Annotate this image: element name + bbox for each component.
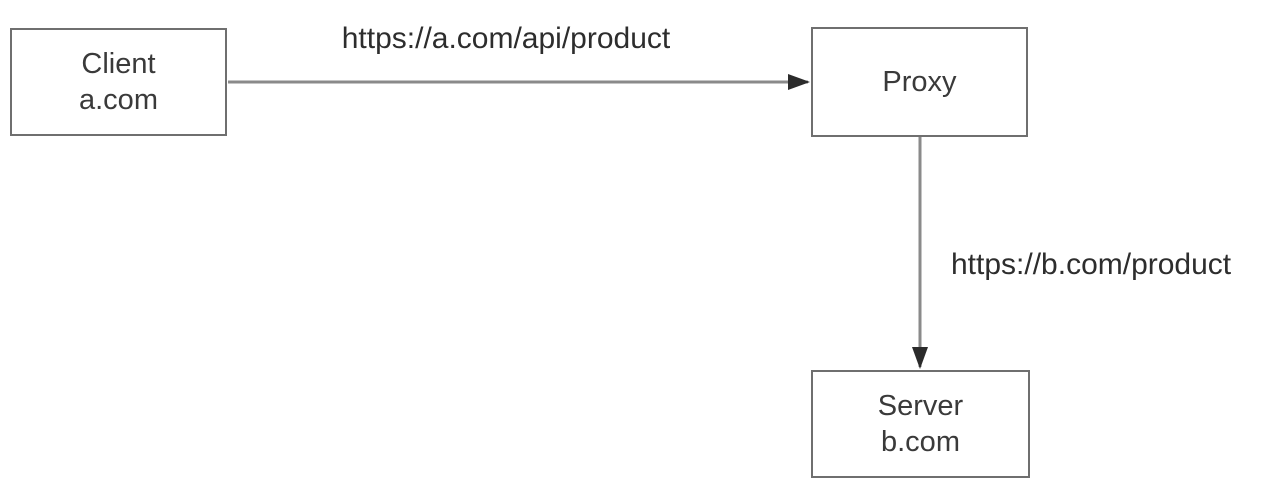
node-server-subtitle: b.com [881, 426, 960, 458]
node-server-title: Server [877, 390, 964, 422]
node-client-subtitle: a.com [79, 84, 158, 116]
node-client-title: Client [81, 48, 156, 80]
node-proxy: Proxy [811, 27, 1028, 137]
edge-label-proxy-to-server: https://b.com/product [951, 248, 1232, 281]
node-server: Server b.com [811, 370, 1030, 478]
node-proxy-title: Proxy [882, 66, 957, 98]
node-client: Client a.com [10, 28, 227, 136]
edge-label-client-to-proxy: https://a.com/api/product [341, 22, 671, 55]
